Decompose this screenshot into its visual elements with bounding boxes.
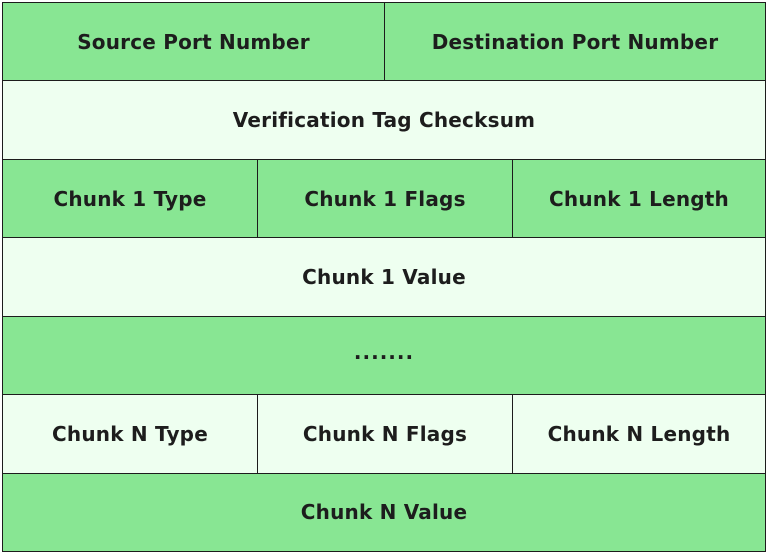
chunk-1-header-row: Chunk 1 Type Chunk 1 Flags Chunk 1 Lengt… bbox=[3, 159, 765, 239]
source-port-field: Source Port Number bbox=[3, 3, 385, 81]
chunk-1-flags-field: Chunk 1 Flags bbox=[258, 159, 513, 238]
chunk-n-value-field: Chunk N Value bbox=[3, 473, 765, 551]
chunk-1-value-row: Chunk 1 Value bbox=[3, 238, 765, 317]
chunk-1-type-field: Chunk 1 Type bbox=[3, 159, 258, 238]
chunk-n-length-field: Chunk N Length bbox=[513, 395, 765, 473]
chunk-1-length-field: Chunk 1 Length bbox=[513, 159, 765, 238]
header-ports-row: Source Port Number Destination Port Numb… bbox=[3, 3, 765, 82]
ellipsis-field: ....... bbox=[3, 316, 765, 395]
chunk-n-flags-field: Chunk N Flags bbox=[258, 395, 513, 473]
ellipsis-row: ....... bbox=[3, 316, 765, 396]
chunk-n-type-field: Chunk N Type bbox=[3, 395, 258, 473]
destination-port-field: Destination Port Number bbox=[385, 3, 765, 81]
chunk-n-value-row: Chunk N Value bbox=[3, 473, 765, 551]
verification-tag-checksum-field: Verification Tag Checksum bbox=[3, 81, 765, 159]
verification-row: Verification Tag Checksum bbox=[3, 81, 765, 160]
chunk-1-value-field: Chunk 1 Value bbox=[3, 238, 765, 316]
chunk-n-header-row: Chunk N Type Chunk N Flags Chunk N Lengt… bbox=[3, 395, 765, 474]
